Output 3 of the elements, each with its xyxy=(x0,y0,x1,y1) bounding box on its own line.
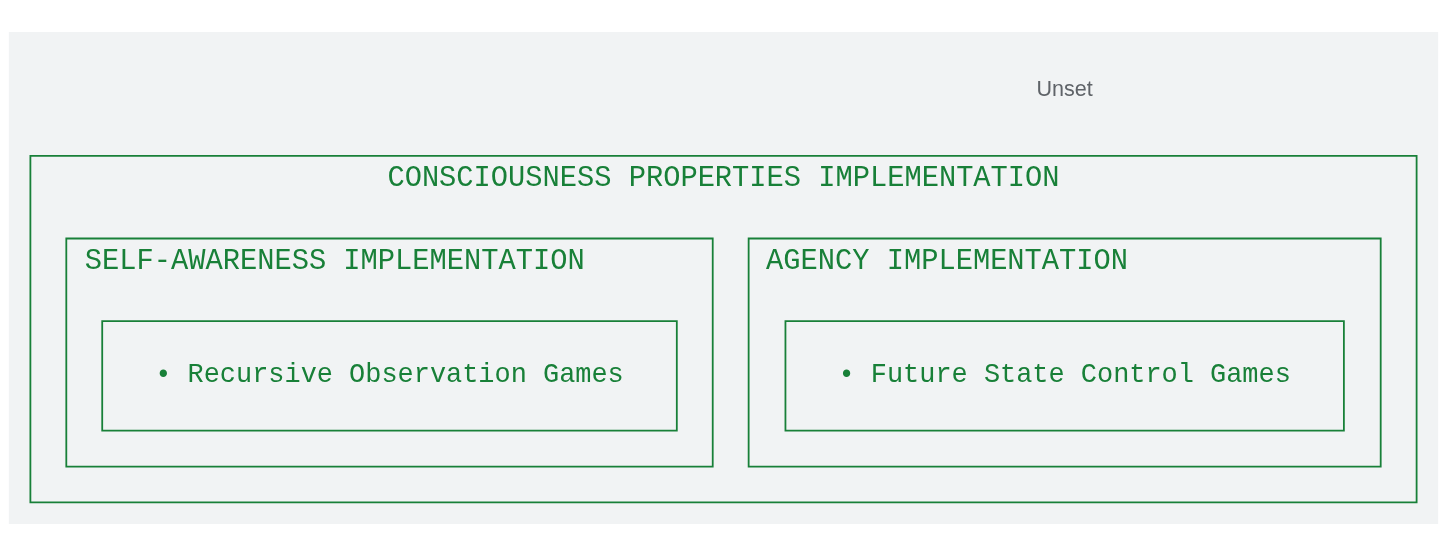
label: Unset xyxy=(1036,76,1093,101)
node-box: • Future State Control Games xyxy=(784,319,1345,432)
node-box: • Recursive Observation Games xyxy=(101,319,678,432)
